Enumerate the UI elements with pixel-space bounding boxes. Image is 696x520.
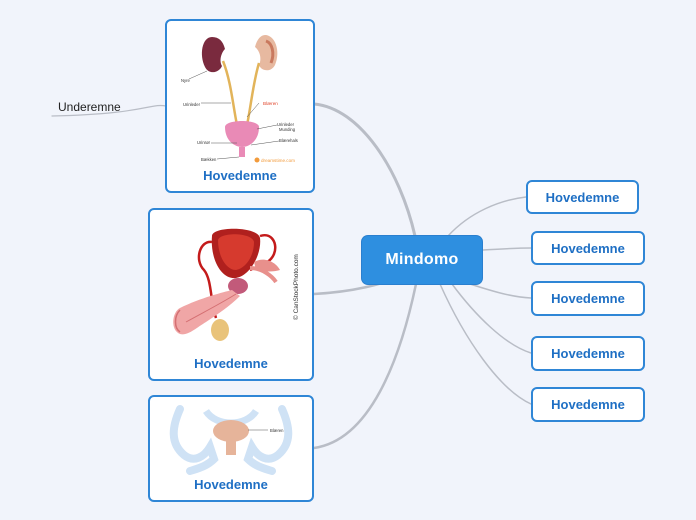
- right-topic-1[interactable]: Hovedemne: [526, 180, 639, 214]
- central-topic-label: Mindomo: [385, 251, 459, 268]
- urinary-system-illustration: Nyre Urinleder Blæren Urinleder Munding …: [181, 35, 298, 163]
- label-urinleder-munding: Urinleder: [277, 122, 295, 127]
- label-blaerehals: Blærehals: [279, 138, 298, 143]
- label-blaeren: Blæren: [263, 101, 278, 106]
- topic-pelvis[interactable]: Blæren Hovedemne: [148, 395, 314, 502]
- topic-male-anatomy[interactable]: © CanStockPhoto.com Hovedemne: [148, 208, 314, 381]
- label-urinror: Urinrør: [197, 140, 211, 145]
- label-nyre: Nyre: [181, 78, 191, 83]
- svg-text:dreamstime.com: dreamstime.com: [261, 158, 295, 163]
- right-topic-5[interactable]: Hovedemne: [531, 387, 645, 422]
- watermark-text: © CanStockPhoto.com: [292, 254, 300, 320]
- topic-label: Hovedemne: [194, 356, 268, 371]
- link-right-2: [481, 247, 532, 251]
- organ-testis-shape: [211, 319, 229, 341]
- right-topic-2[interactable]: Hovedemne: [531, 231, 645, 265]
- link-subtopic: [51, 104, 167, 117]
- pelvis-bone-shape: [169, 405, 293, 475]
- link-right-5: [439, 283, 532, 405]
- label-urinleder: Urinleder: [183, 102, 201, 107]
- label-blaeren: Blæren: [270, 428, 284, 433]
- link-right-4: [451, 283, 532, 354]
- topic-label: Hovedemne: [551, 346, 625, 361]
- svg-text:Munding: Munding: [279, 127, 296, 132]
- right-topic-3[interactable]: Hovedemne: [531, 281, 645, 316]
- male-anatomy-illustration: © CanStockPhoto.com: [173, 228, 300, 341]
- topic-label: Hovedemne: [551, 397, 625, 412]
- subtopic-label: Underemne: [58, 100, 121, 114]
- link-left-1: [312, 102, 417, 238]
- organ-prostate-shape: [228, 278, 248, 294]
- topic-label: Hovedemne: [551, 291, 625, 306]
- pelvis-illustration: Blæren: [169, 405, 293, 475]
- bladder-shape: [225, 121, 259, 147]
- link-left-3: [312, 282, 418, 450]
- dreamstime-logo-icon: [254, 157, 260, 163]
- topic-urinary-system[interactable]: Nyre Urinleder Blæren Urinleder Munding …: [165, 19, 315, 193]
- kidney-left-shape: [201, 37, 225, 73]
- topic-label: Hovedemne: [551, 240, 625, 256]
- organ-penis-shape: [173, 290, 240, 335]
- topic-label: Hovedemne: [203, 168, 277, 183]
- subtopic-node[interactable]: Underemne: [52, 98, 162, 116]
- bladder-shape: [213, 420, 249, 442]
- link-right-1: [447, 196, 527, 237]
- label-baekken: Bækken: [201, 157, 217, 162]
- right-topic-4[interactable]: Hovedemne: [531, 336, 645, 371]
- topic-label: Hovedemne: [545, 189, 620, 205]
- topic-label: Hovedemne: [194, 477, 268, 492]
- link-right-3: [469, 283, 532, 299]
- central-topic[interactable]: Mindomo: [362, 236, 482, 284]
